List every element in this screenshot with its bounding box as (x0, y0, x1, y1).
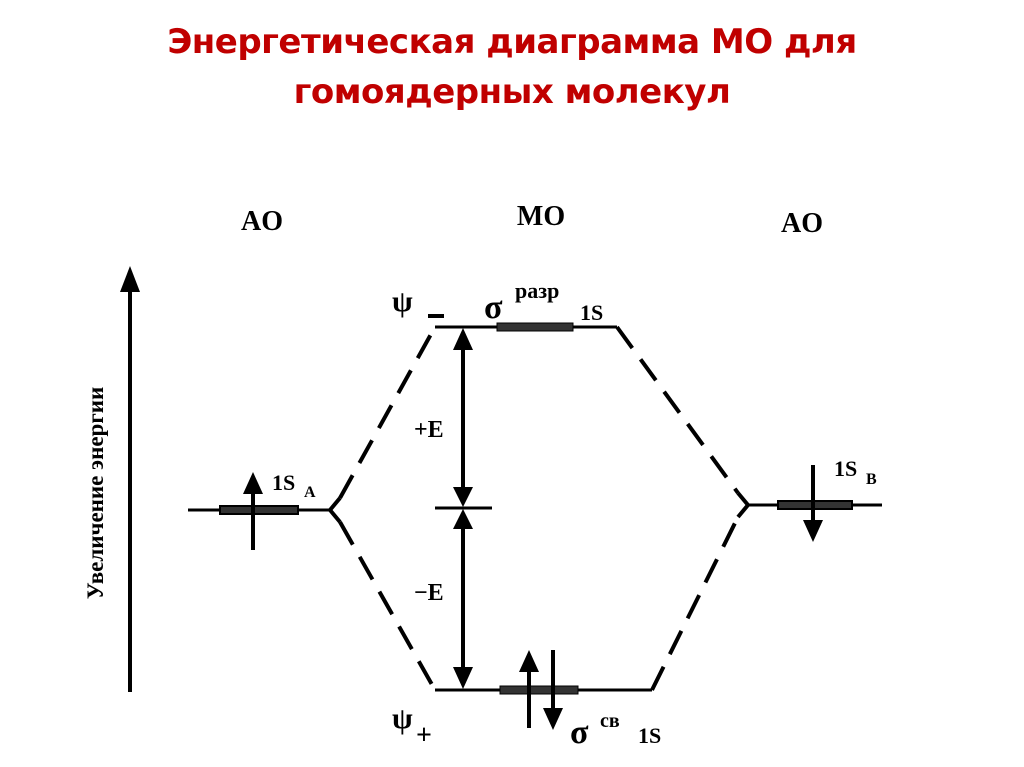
antibonding-level: ψ σ разр 1S (392, 278, 617, 332)
sigma-antibonding-symbol: σ (484, 289, 503, 326)
sigma-antibonding-superscript: разр (515, 278, 559, 303)
minus-e-label: −E (414, 580, 444, 606)
arrow-up-icon (453, 328, 473, 350)
sigma-bonding-symbol: σ (570, 714, 589, 751)
sigma-bonding-superscript: св (600, 710, 620, 732)
energy-axis: Увеличение энергии (83, 266, 140, 692)
left-junction-tick (328, 496, 342, 512)
atom-a-label: 1S (272, 470, 295, 495)
left-junction-tick (328, 508, 342, 524)
atom-b-subscript: B (866, 471, 877, 488)
right-junction-tick (736, 491, 750, 507)
right-junction-tick (736, 503, 750, 519)
atom-b-orbital: 1S B (748, 456, 882, 542)
psi-minus-symbol: ψ (392, 285, 413, 318)
electron-spin-down-icon (543, 708, 563, 730)
slide-title-line-2: гомоядерных молекул (293, 72, 731, 112)
energy-axis-label: Увеличение энергии (83, 387, 108, 600)
atom-a-orbital-bar (219, 505, 299, 515)
dashed-line-antibonding-to-b (615, 325, 740, 495)
slide-title-line-1: Энергетическая диаграмма МО для (167, 22, 857, 62)
arrow-up-icon (453, 509, 473, 529)
column-label-ao-left: AO (241, 206, 283, 237)
column-label-mo: MO (517, 201, 565, 232)
electron-spin-up-icon (243, 472, 263, 494)
antibonding-orbital-bar (496, 322, 574, 332)
atom-a-subscript: A (304, 484, 316, 501)
correlation-lines (328, 325, 750, 691)
dashed-line-a-to-bonding (338, 521, 437, 691)
bonding-orbital-bar (499, 685, 579, 695)
arrow-down-icon (453, 487, 473, 507)
sigma-bonding-subscript: 1S (638, 723, 661, 748)
atom-a-orbital: 1S A (188, 470, 330, 550)
atom-b-label: 1S (834, 456, 857, 481)
energy-axis-arrow-icon (120, 266, 140, 292)
plus-e-label: +E (414, 417, 444, 443)
bonding-level: ψ + σ св 1S (392, 650, 661, 751)
psi-plus-sign: + (416, 720, 432, 751)
sigma-antibonding-subscript: 1S (580, 300, 603, 325)
electron-spin-down-icon (803, 520, 823, 542)
psi-minus-sign (428, 314, 444, 318)
electron-spin-up-icon (519, 650, 539, 672)
column-label-ao-right: AO (781, 208, 823, 239)
dashed-line-bonding-to-b (650, 516, 740, 691)
arrow-down-icon (453, 667, 473, 689)
dashed-line-a-to-antibonding (338, 326, 437, 499)
psi-plus-symbol: ψ (392, 702, 413, 735)
energy-splitting: +E −E (414, 328, 492, 689)
